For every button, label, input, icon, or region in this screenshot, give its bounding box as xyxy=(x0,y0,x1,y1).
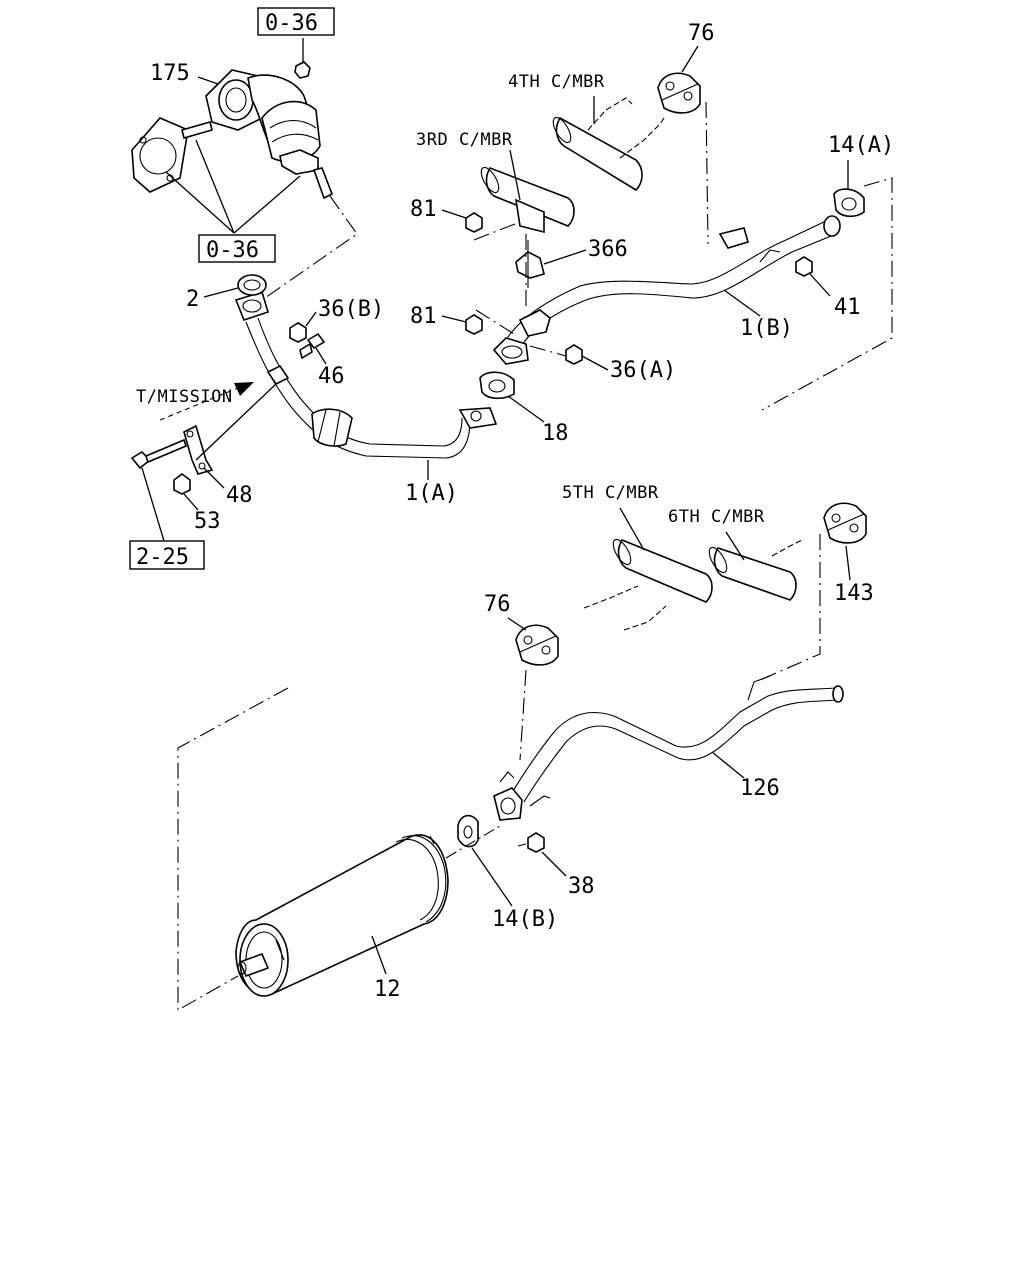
nut-41-part xyxy=(795,256,813,277)
label-143: 143 xyxy=(834,581,874,606)
dash-frame-lower-left xyxy=(177,687,289,1011)
reference-label-top: 0-36 xyxy=(265,11,318,36)
nut-81-mid-part xyxy=(465,314,483,335)
leader-46 xyxy=(315,347,327,365)
leader-3rd xyxy=(509,149,521,201)
label-53: 53 xyxy=(194,509,221,534)
label-36b: 36(B) xyxy=(318,297,384,322)
leader-38 xyxy=(541,851,567,877)
label-12: 12 xyxy=(374,977,401,1002)
crossmember-4th-part xyxy=(552,97,665,192)
hanger-143-part xyxy=(823,502,867,544)
leader-41 xyxy=(809,273,831,297)
label-366: 366 xyxy=(588,237,628,262)
catalytic-converter-part xyxy=(131,61,334,200)
transmission-arrow-icon xyxy=(159,382,254,421)
reference-box-middle[interactable]: 0-36 xyxy=(198,234,276,263)
leader-1b xyxy=(723,289,761,317)
hanger-76-lower-part xyxy=(515,624,559,666)
label-76-lower: 76 xyxy=(484,592,511,617)
leader-14b xyxy=(471,847,513,907)
dash-81-mid xyxy=(475,309,515,335)
reference-box-bottom[interactable]: 2-25 xyxy=(129,540,205,570)
label-14a: 14(A) xyxy=(828,133,894,158)
bolt-46-part xyxy=(299,332,326,360)
dash-81-top xyxy=(473,221,521,241)
leader-lines-upper xyxy=(165,38,358,301)
gasket-14b-part xyxy=(457,814,479,848)
label-46: 46 xyxy=(318,364,345,389)
label-3rd-crossmember: 3RD C/MBR xyxy=(416,130,513,150)
reference-label-middle: 0-36 xyxy=(206,238,259,263)
reference-label-bottom: 2-25 xyxy=(136,545,189,570)
label-76-top: 76 xyxy=(688,21,715,46)
label-18: 18 xyxy=(542,421,569,446)
reference-box-top[interactable]: 0-36 xyxy=(257,7,335,36)
leader-2-25 xyxy=(141,467,165,542)
label-41: 41 xyxy=(834,295,861,320)
hanger-76-top-part xyxy=(657,72,701,114)
leader-36a xyxy=(581,355,609,371)
nut-81-top-part xyxy=(465,212,483,233)
dash-76-lower xyxy=(519,669,527,761)
leader-366 xyxy=(543,249,587,265)
leader-2 xyxy=(203,287,239,298)
leader-76-lower xyxy=(507,617,527,631)
leader-5th xyxy=(619,507,645,551)
leader-143 xyxy=(845,545,851,581)
leader-81-top xyxy=(441,209,467,219)
label-5th-crossmember: 5TH C/MBR xyxy=(562,483,659,503)
nut-53-part xyxy=(173,473,191,495)
crossmember-5th-part xyxy=(583,538,713,631)
label-126: 126 xyxy=(740,776,780,801)
label-14b: 14(B) xyxy=(492,907,558,932)
dash-38 xyxy=(517,843,527,847)
dash-143-to-pipe xyxy=(759,534,821,681)
label-48: 48 xyxy=(226,483,253,508)
leader-6th xyxy=(725,531,745,561)
nut-38-part xyxy=(527,832,545,853)
gasket-18-part xyxy=(479,371,515,400)
center-pipe-1b-part xyxy=(492,215,841,365)
leader-18 xyxy=(507,395,545,423)
label-6th-crossmember: 6TH C/MBR xyxy=(668,507,765,527)
muffler-12-part xyxy=(235,825,501,997)
label-4th-crossmember: 4TH C/MBR xyxy=(508,72,605,92)
nut-36a-part xyxy=(565,344,583,365)
label-81-mid: 81 xyxy=(410,304,437,329)
crossmember-3rd-part xyxy=(480,166,575,234)
label-1b: 1(B) xyxy=(740,316,793,341)
leader-126 xyxy=(711,751,745,779)
dash-36a xyxy=(529,345,567,357)
bolt-part xyxy=(130,438,187,470)
bracket-48-part xyxy=(183,424,214,475)
label-36a: 36(A) xyxy=(610,358,676,383)
crossmember-6th-part xyxy=(708,539,803,601)
leader-36b xyxy=(305,311,317,327)
label-175: 175 xyxy=(150,61,190,86)
label-2: 2 xyxy=(186,287,199,312)
label-1a: 1(A) xyxy=(405,481,458,506)
label-81-top: 81 xyxy=(410,197,437,222)
label-t-mission: T/MISSION xyxy=(136,387,233,407)
dash-76-to-pipe xyxy=(705,101,709,245)
leader-48-to-pipe xyxy=(195,383,277,461)
leader-76-top xyxy=(681,45,699,73)
leader-53 xyxy=(183,493,199,511)
tail-pipe-126-part xyxy=(493,675,844,821)
rubber-mount-366-part xyxy=(515,240,545,288)
nut-36b-part xyxy=(289,322,307,343)
label-38: 38 xyxy=(568,874,595,899)
gasket-2-part xyxy=(237,274,267,296)
leader-48 xyxy=(203,467,225,489)
dash-frame-upper-right xyxy=(761,177,893,411)
leader-12 xyxy=(371,935,387,975)
gasket-14a-part xyxy=(833,188,865,218)
leader-81-mid xyxy=(441,315,467,323)
